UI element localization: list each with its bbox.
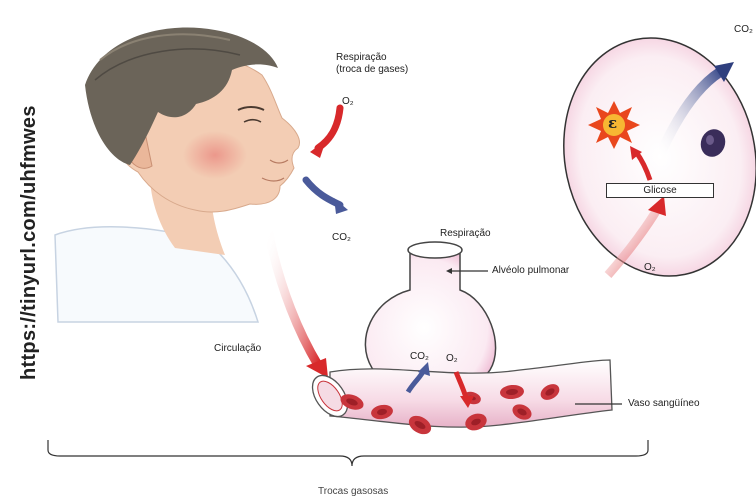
glucose-box: Glicose — [606, 183, 714, 198]
respiration-label: Respiração — [336, 52, 387, 64]
o2-inhale-arrowhead — [310, 140, 326, 158]
circulation-label: Circulação — [214, 343, 261, 355]
circulation-arrow — [268, 230, 318, 365]
alveolus-respiration-label: Respiração — [440, 228, 491, 240]
gas-exchange-label: (troca de gases) — [336, 64, 408, 76]
o2-nose-label: O₂ — [342, 96, 354, 108]
o2-cell-label: O₂ — [644, 262, 656, 274]
gas-exchange-footer-label: Trocas gasosas — [318, 486, 388, 498]
o2-inhale-arrow — [318, 108, 340, 148]
co2-vessel-label: CO₂ — [410, 351, 429, 363]
co2-exhale-arrowhead — [334, 198, 348, 214]
human-head-illustration — [55, 27, 300, 322]
trocas-gasosas-brace — [48, 440, 648, 466]
alveolus-label: Alvéolo pulmonar — [492, 265, 569, 277]
co2-cell-label: CO₂ — [734, 24, 753, 36]
energy-symbol: ε — [608, 117, 617, 129]
body-cell — [542, 20, 756, 294]
blood-vessel-label: Vaso sangüíneo — [628, 398, 700, 410]
o2-vessel-label: O₂ — [446, 353, 458, 365]
co2-nose-label: CO₂ — [332, 232, 351, 244]
